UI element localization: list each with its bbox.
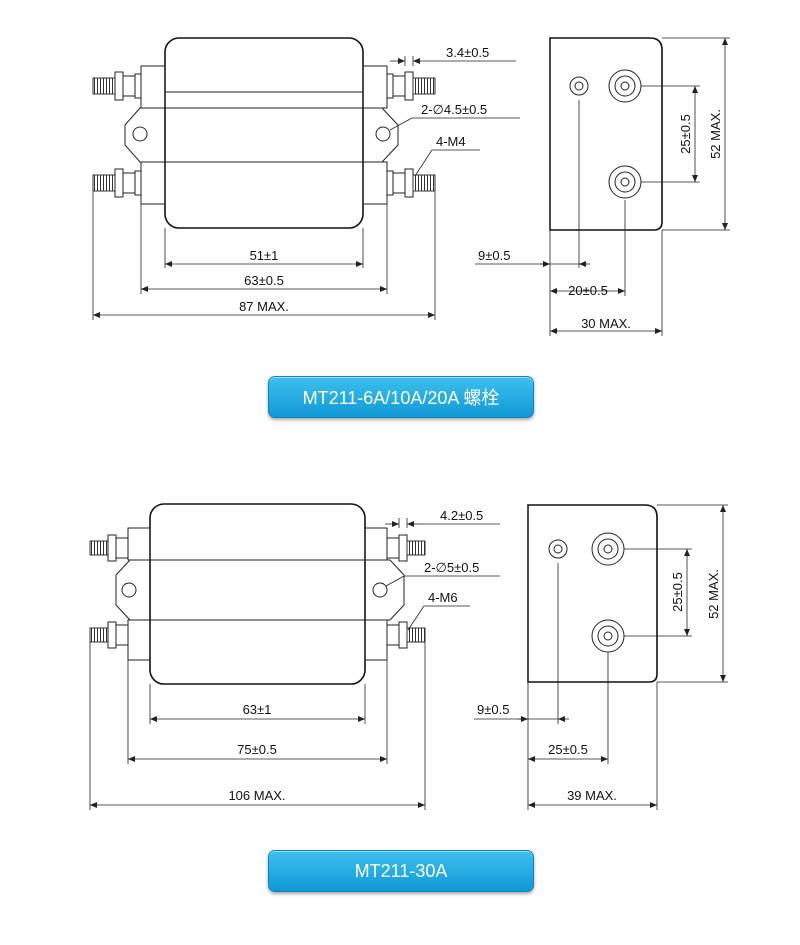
term-width-label: 4.2±0.5 bbox=[440, 508, 483, 523]
stud-terminal bbox=[92, 168, 142, 198]
stud-terminal bbox=[89, 534, 129, 562]
studs-label: 4-M4 bbox=[436, 134, 466, 149]
stud-spacing-label: 25±0.5 bbox=[678, 114, 693, 154]
mount-hole bbox=[121, 582, 137, 598]
stud-terminal bbox=[92, 71, 142, 101]
height-label: 52 MAX. bbox=[706, 569, 721, 619]
side-stud bbox=[591, 532, 625, 566]
offset-large-label: 25±0.5 bbox=[548, 742, 588, 757]
term-width-label: 3.4±0.5 bbox=[446, 45, 489, 60]
stud-spacing-label: 25±0.5 bbox=[670, 572, 685, 612]
holes-label: 2-∅4.5±0.5 bbox=[421, 102, 487, 117]
overall-width-label: 106 MAX. bbox=[228, 788, 285, 803]
top-front-view: 3.4±0.5 2-∅4.5±0.5 4-M4 51±1 63±0.5 87 M… bbox=[92, 37, 520, 320]
offset-large-label: 20±0.5 bbox=[568, 283, 608, 298]
side-stud-small bbox=[569, 76, 589, 96]
side-stud bbox=[608, 165, 642, 199]
filter-body bbox=[149, 503, 366, 685]
mount-hole bbox=[375, 126, 391, 142]
depth-label: 39 MAX. bbox=[567, 788, 617, 803]
stud-terminal bbox=[386, 168, 436, 198]
stud-terminal bbox=[89, 621, 129, 649]
offset-small-label: 9±0.5 bbox=[478, 248, 510, 263]
model-banner-bottom: MT211-30A bbox=[268, 850, 534, 892]
side-stud bbox=[591, 619, 625, 653]
overall-width-label: 87 MAX. bbox=[239, 299, 289, 314]
mount-spacing-label: 51±1 bbox=[250, 248, 279, 263]
stud-terminal bbox=[386, 71, 436, 101]
mount-hole bbox=[372, 582, 388, 598]
height-label: 52 MAX. bbox=[708, 109, 723, 159]
mount-spacing-label: 63±1 bbox=[243, 702, 272, 717]
studs-label: 4-M6 bbox=[428, 590, 458, 605]
offset-small-label: 9±0.5 bbox=[477, 702, 509, 717]
mount-hole bbox=[132, 126, 148, 142]
depth-label: 30 MAX. bbox=[581, 316, 631, 331]
filter-body bbox=[164, 37, 364, 229]
side-stud-small bbox=[548, 539, 568, 559]
bottom-side-view: 25±0.5 52 MAX. 9±0.5 25±0.5 39 MAX. bbox=[474, 504, 728, 810]
body-width-label: 63±0.5 bbox=[244, 273, 284, 288]
holes-label: 2-∅5±0.5 bbox=[424, 560, 479, 575]
side-stud bbox=[608, 69, 642, 103]
model-banner-top: MT211-6A/10A/20A 螺栓 bbox=[268, 376, 534, 418]
stud-terminal bbox=[386, 621, 426, 649]
top-side-view: 25±0.5 52 MAX. 9±0.5 20±0.5 30 MAX. bbox=[475, 37, 730, 336]
bottom-front-view: 4.2±0.5 2-∅5±0.5 4-M6 63±1 75±0.5 106 MA… bbox=[89, 503, 500, 810]
body-width-label: 75±0.5 bbox=[237, 742, 277, 757]
stud-terminal bbox=[386, 534, 426, 562]
